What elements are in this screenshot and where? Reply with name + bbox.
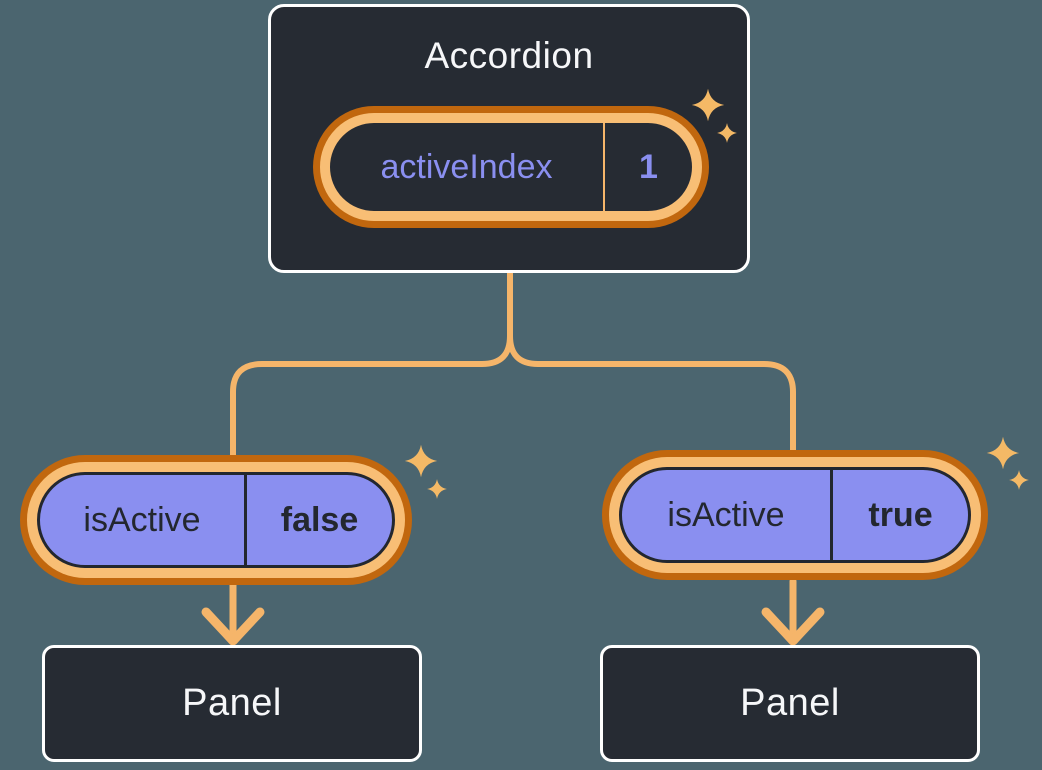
state-value: 1	[639, 147, 658, 186]
sparkle-icon-small	[1009, 470, 1029, 490]
prop-pill-is-active-true: isActive true	[619, 467, 971, 563]
sparkle-icon-small	[427, 479, 447, 499]
prop-name: isActive	[667, 495, 785, 534]
pill-divider	[244, 475, 247, 565]
pill-divider	[603, 123, 605, 211]
accordion-title: Accordion	[424, 35, 594, 76]
branch-line-right	[507, 273, 796, 452]
sparkle-icon-large	[691, 88, 725, 122]
arrow-down-icon	[761, 577, 825, 646]
sparkle-icon-large	[986, 436, 1020, 470]
prop-pill-is-active-false: isActive false	[37, 472, 395, 568]
arrow-down-icon	[201, 581, 265, 646]
panel-label: Panel	[182, 682, 282, 724]
prop-value: false	[280, 500, 359, 539]
panel-label: Panel	[740, 682, 840, 724]
prop-name: isActive	[83, 500, 201, 539]
panel-node: Panel	[42, 645, 422, 762]
state-pill-active-index: activeIndex 1	[320, 113, 702, 221]
sparkle-icon-large	[404, 444, 438, 478]
branch-line-left	[230, 273, 513, 457]
pill-divider	[830, 470, 833, 560]
sparkle-icon-small	[717, 123, 737, 143]
state-name: activeIndex	[380, 147, 553, 186]
panel-node: Panel	[600, 645, 980, 762]
accordion-node: Accordion activeIndex 1	[268, 4, 750, 273]
prop-value: true	[868, 495, 933, 534]
